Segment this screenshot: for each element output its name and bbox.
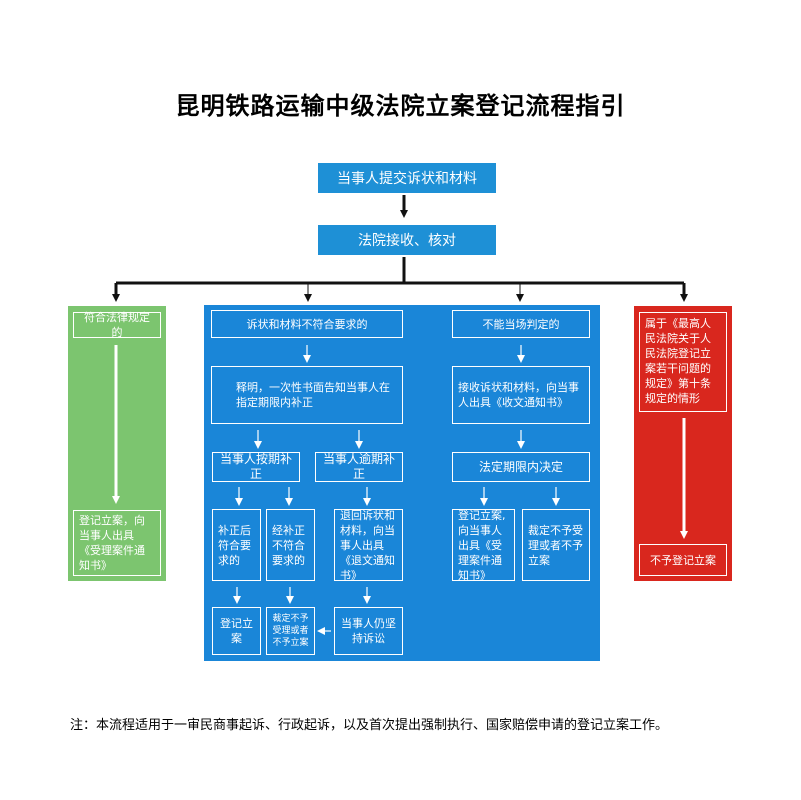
reject-box-right: 裁定不予受理或者不予立案 bbox=[522, 509, 590, 581]
submit-label: 当事人提交诉状和材料 bbox=[337, 171, 477, 187]
inner-connectors bbox=[112, 345, 688, 635]
register-box-right: 登记立案,向当事人出具《受理案件通知书》 bbox=[452, 509, 515, 582]
decide-box: 法定期限内决定 bbox=[452, 452, 590, 482]
insist-box: 当事人仍坚持诉讼 bbox=[334, 607, 403, 655]
explain-box: 释明，一次性书面告知当事人在指定期限内补正 bbox=[211, 366, 403, 424]
late-box: 当事人逾期补正 bbox=[315, 452, 403, 482]
red-result: 不予登记立案 bbox=[639, 544, 727, 576]
blue-panel bbox=[204, 305, 600, 661]
blue-right-header: 不能当场判定的 bbox=[452, 310, 590, 338]
page-title: 昆明铁路运输中级法院立案登记流程指引 bbox=[175, 91, 626, 120]
register-box-left: 登记立案 bbox=[212, 607, 261, 655]
receive-materials-box: 接收诉状和材料，向当事人出具《收文通知书》 bbox=[452, 366, 590, 424]
meets-box: 补正后符合要求的 bbox=[212, 509, 261, 581]
receive-label: 法院接收、核对 bbox=[358, 233, 456, 249]
main-connectors bbox=[112, 195, 688, 302]
red-header: 属于《最高人民法院关于人民法院登记立案若干问题的规定》第十条规定的情形 bbox=[639, 312, 727, 412]
green-result: 登记立案，向当事人出具《受理案件通知书》 bbox=[73, 510, 161, 576]
receive-box: 法院接收、核对 bbox=[318, 225, 496, 255]
reject-box-left: 裁定不予受理或者不予立案 bbox=[266, 607, 315, 655]
green-header: 符合法律规定的 bbox=[73, 311, 161, 339]
footnote: 注：本流程适用于一审民商事起诉、行政起诉，以及首次提出强制执行、国家赔偿申请的登… bbox=[70, 718, 669, 733]
blue-left-header: 诉状和材料不符合要求的 bbox=[211, 310, 403, 338]
on-time-box: 当事人按期补正 bbox=[212, 452, 300, 482]
submit-box: 当事人提交诉状和材料 bbox=[318, 163, 496, 193]
return-box: 退回诉状和材料，向当事人出具《退文通知书》 bbox=[334, 509, 403, 582]
still-not-box: 经补正不符合要求的 bbox=[266, 509, 315, 581]
